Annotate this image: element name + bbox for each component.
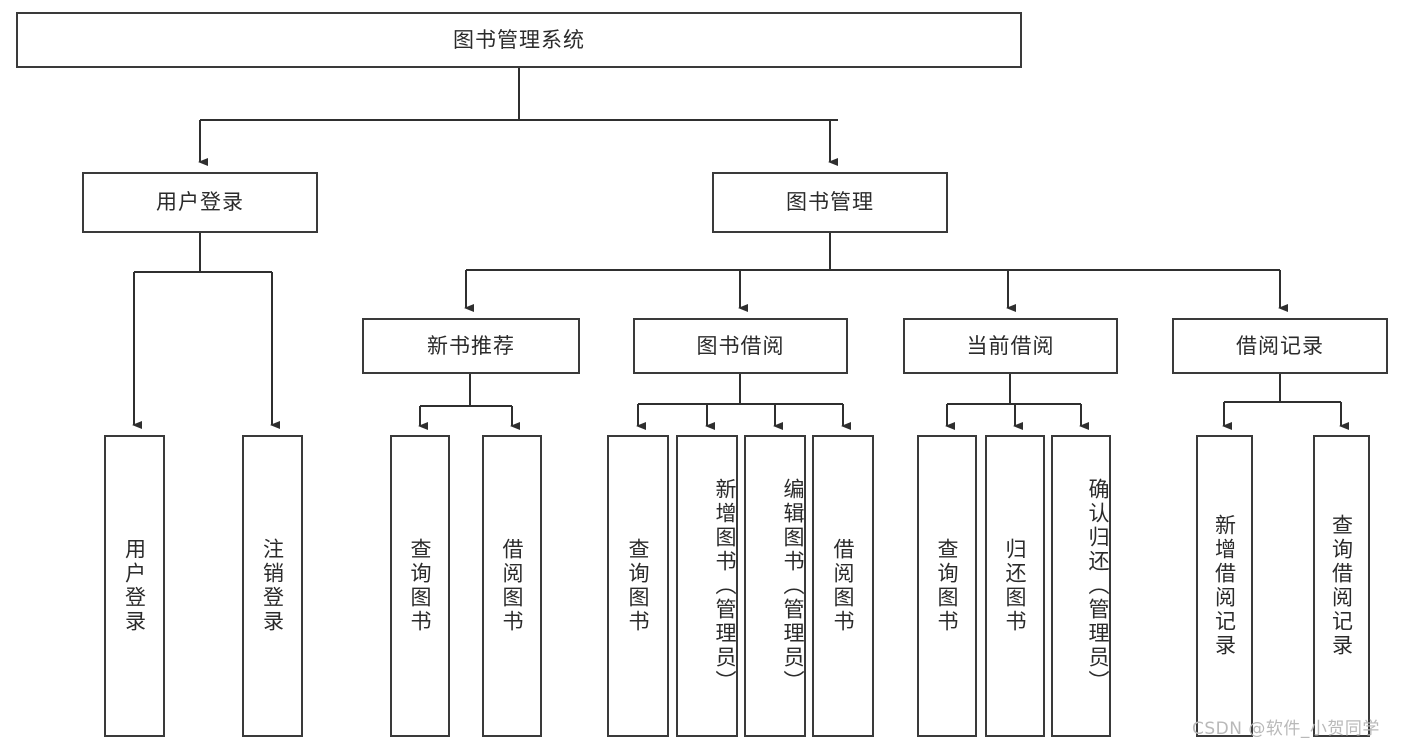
node-borrow-record-label: 借阅记录 bbox=[1236, 333, 1324, 358]
node-user-login[interactable]: 用户登录 bbox=[82, 172, 318, 233]
node-new-book-recommend-label: 新书推荐 bbox=[427, 333, 515, 358]
node-leaf-borrow-book[interactable]: 借阅图书 bbox=[812, 435, 874, 737]
node-leaf-user-login[interactable]: 用户登录 bbox=[104, 435, 165, 737]
csdn-watermark: CSDN @软件_小贺同学 bbox=[1192, 719, 1380, 739]
node-borrow-record[interactable]: 借阅记录 bbox=[1172, 318, 1388, 374]
node-book-borrow[interactable]: 图书借阅 bbox=[633, 318, 848, 374]
node-leaf-query-book-recommend[interactable]: 查询图书 bbox=[390, 435, 450, 737]
node-leaf-logout-login[interactable]: 注销登录 bbox=[242, 435, 303, 737]
node-root[interactable]: 图书管理系统 bbox=[16, 12, 1022, 68]
node-leaf-add-borrow-record[interactable]: 新增借阅记录 bbox=[1196, 435, 1253, 737]
node-book-management[interactable]: 图书管理 bbox=[712, 172, 948, 233]
node-current-borrow-label: 当前借阅 bbox=[966, 333, 1055, 358]
node-book-borrow-label: 图书借阅 bbox=[696, 333, 785, 358]
node-leaf-confirm-return[interactable]: 确认归还（管理员） bbox=[1051, 435, 1111, 737]
node-leaf-borrow-book-recommend[interactable]: 借阅图书 bbox=[482, 435, 542, 737]
node-current-borrow[interactable]: 当前借阅 bbox=[903, 318, 1118, 374]
node-book-management-label: 图书管理 bbox=[786, 190, 874, 215]
node-leaf-query-book-current[interactable]: 查询图书 bbox=[917, 435, 977, 737]
node-root-label: 图书管理系统 bbox=[453, 27, 585, 52]
node-new-book-recommend[interactable]: 新书推荐 bbox=[362, 318, 580, 374]
node-user-login-label: 用户登录 bbox=[156, 190, 244, 215]
node-leaf-query-borrow-record[interactable]: 查询借阅记录 bbox=[1313, 435, 1370, 737]
node-leaf-edit-book[interactable]: 编辑图书（管理员） bbox=[744, 435, 806, 737]
node-leaf-add-book[interactable]: 新增图书（管理员） bbox=[676, 435, 738, 737]
node-leaf-query-book-borrow[interactable]: 查询图书 bbox=[607, 435, 669, 737]
node-leaf-return-book[interactable]: 归还图书 bbox=[985, 435, 1045, 737]
